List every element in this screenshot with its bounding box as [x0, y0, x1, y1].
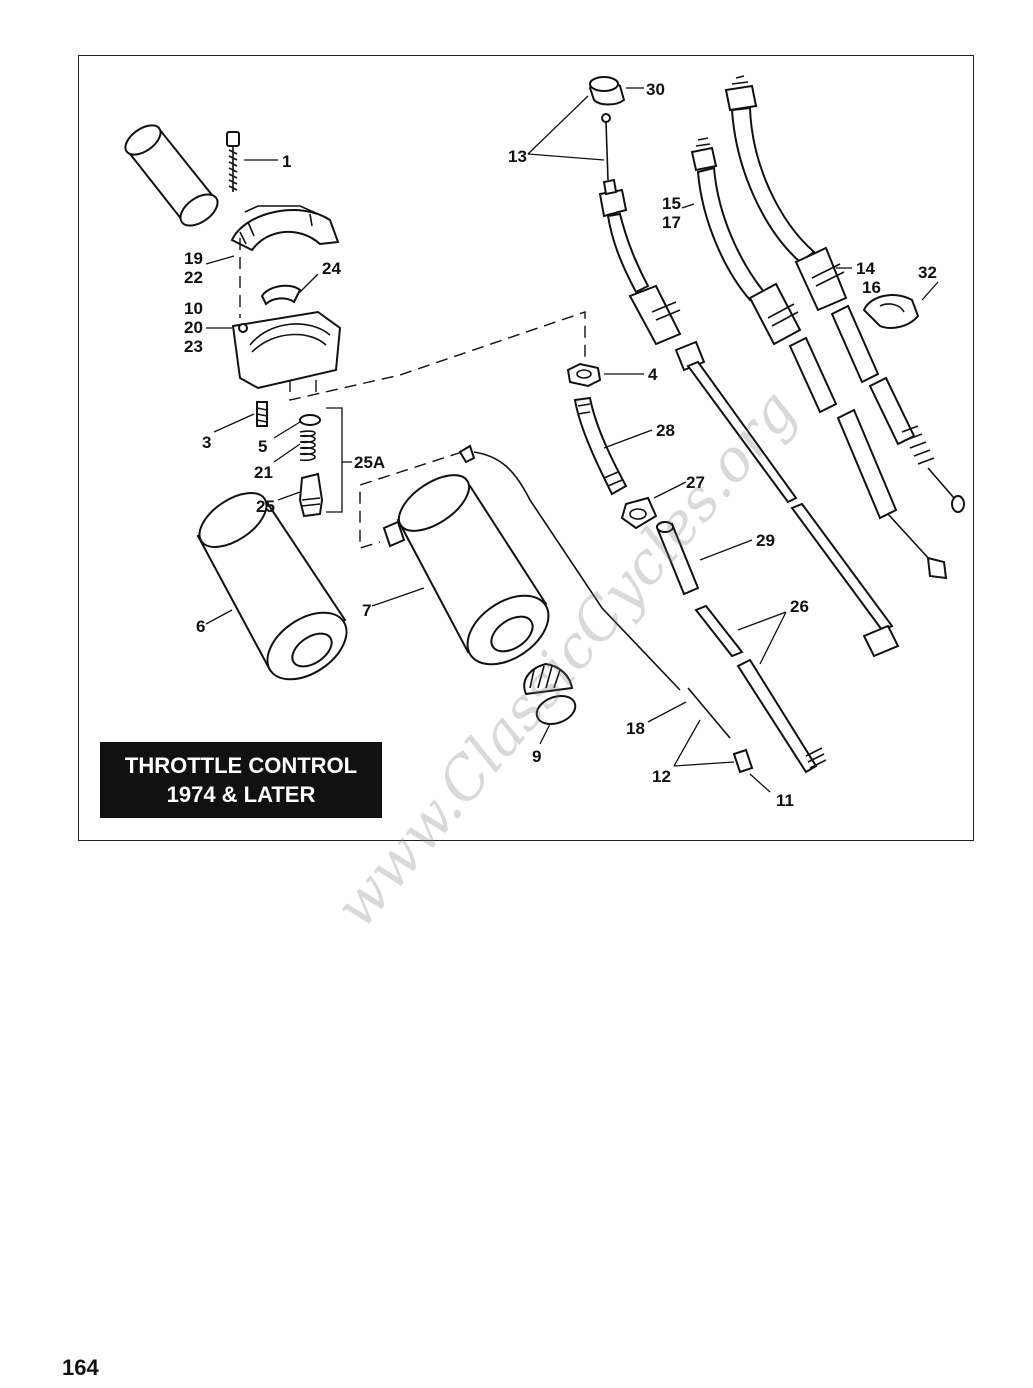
- spring-plunger-stack: [273, 407, 352, 518]
- callout-25a: 25A: [354, 453, 385, 472]
- callout-6: 6: [196, 617, 205, 636]
- callout-5: 5: [258, 437, 267, 456]
- callout-25: 25: [256, 497, 275, 516]
- callout-32: 32: [918, 263, 937, 282]
- callout-16: 16: [862, 278, 881, 297]
- diagram-frame: [78, 55, 974, 841]
- lower-clamp-housing: [231, 238, 342, 390]
- ferrule-part-24: [260, 273, 319, 306]
- callout-15: 15: [662, 194, 681, 213]
- throttle-wire-part-18: [458, 444, 687, 723]
- cable-part-14-16: [724, 75, 965, 513]
- end-cap-part-9: [523, 662, 577, 745]
- pins-part-12: [673, 687, 771, 793]
- callout-14: 14: [856, 259, 875, 278]
- callout-9: 9: [532, 747, 541, 766]
- cable-barrel-part-30: [527, 76, 644, 181]
- curved-tube-part-28: [573, 396, 653, 496]
- callout-7: 7: [362, 601, 371, 620]
- callout-10: 10: [184, 299, 203, 318]
- callout-12: 12: [652, 767, 671, 786]
- rods-part-26: [694, 604, 827, 774]
- sleeve-part-29: [656, 521, 753, 596]
- callout-1: 1: [282, 152, 291, 171]
- screw-part-1: [226, 131, 278, 192]
- callout-11: 11: [776, 791, 794, 810]
- diagram-title-line1: THROTTLE CONTROL: [124, 753, 358, 778]
- callout-17: 17: [662, 213, 681, 232]
- throttle-grip-part-7: [371, 474, 550, 666]
- throttle-cable-part-13: [598, 178, 900, 658]
- callout-28: 28: [656, 421, 675, 440]
- callout-23: 23: [184, 337, 203, 356]
- callout-20: 20: [184, 318, 203, 337]
- grip-sleeve-tube: [124, 124, 219, 227]
- diagram-title-box: THROTTLE CONTROL 1974 & LATER: [100, 742, 382, 818]
- callout-29: 29: [756, 531, 775, 550]
- callout-24: 24: [322, 259, 341, 278]
- callout-19: 19: [184, 249, 203, 268]
- left-leaders: [205, 255, 235, 329]
- page-number: 164: [62, 1355, 99, 1380]
- assembly-dash-lines: [289, 311, 586, 549]
- callout-labels: 1 19 22 24 10 20 23 3 5 21 25A 25 6 7 9 …: [184, 80, 937, 810]
- callout-3: 3: [202, 433, 211, 452]
- callout-22: 22: [184, 268, 203, 287]
- cable-clip-part-32: [862, 281, 939, 329]
- cable-part-15-17: [681, 137, 948, 580]
- callout-18: 18: [626, 719, 645, 738]
- nut-part-27: [620, 481, 687, 530]
- diagram-title-line2: 1974 & LATER: [166, 782, 316, 807]
- callout-27: 27: [686, 473, 705, 492]
- upper-clamp-half: [230, 205, 340, 252]
- set-screw-part-3: [213, 401, 268, 433]
- callout-4: 4: [648, 365, 658, 384]
- callout-21: 21: [254, 463, 273, 482]
- callout-13: 13: [508, 147, 527, 166]
- hex-nut-part-4: [566, 362, 644, 388]
- callout-26: 26: [790, 597, 809, 616]
- left-grip-part-6: [196, 492, 348, 681]
- callout-30: 30: [646, 80, 665, 99]
